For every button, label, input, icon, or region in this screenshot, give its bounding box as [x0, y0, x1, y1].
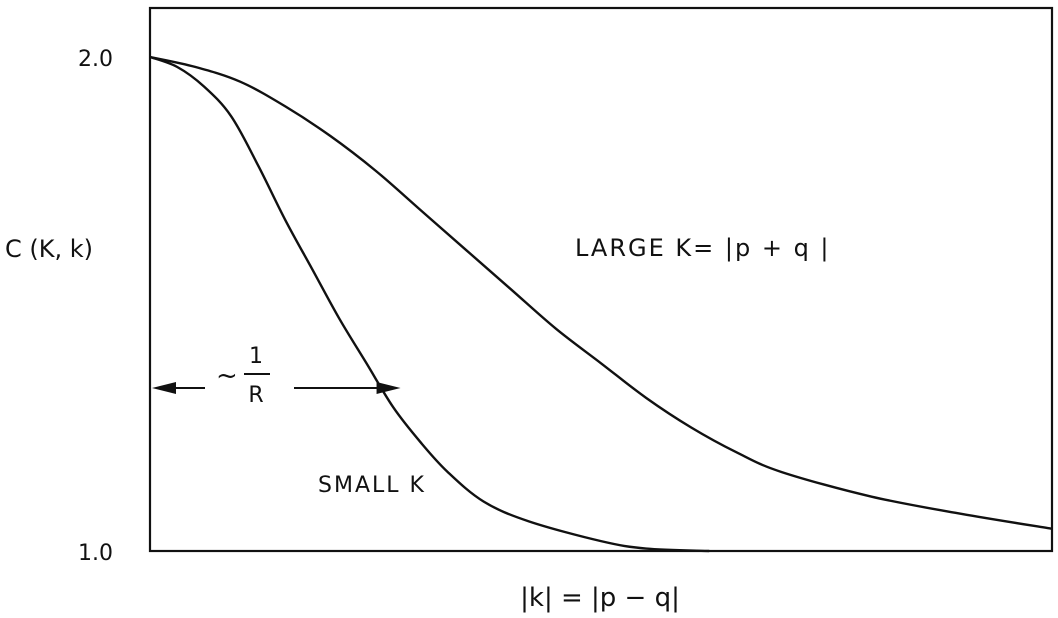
series-line-small-k — [149, 55, 710, 553]
fraction-numerator: 1 — [249, 344, 263, 369]
x-axis-label: |k| = |p − q| — [520, 583, 680, 613]
series-label-small-k: SMALL K — [318, 473, 426, 498]
tilde-symbol: ~ — [216, 361, 238, 391]
plot-frame — [148, 6, 1054, 553]
one-over-r-annotation: ~ 1 R — [152, 344, 401, 408]
y-tick-label: 2.0 — [78, 47, 113, 72]
fraction-denominator: R — [248, 383, 263, 408]
y-axis-label: C (K, k) — [5, 235, 93, 263]
arrowhead-left — [152, 381, 176, 394]
series-lines — [149, 55, 1053, 553]
arrowhead-right — [376, 381, 401, 394]
y-tick-label: 1.0 — [78, 541, 113, 566]
series-line-large-k — [149, 55, 1053, 530]
series-label-large-k: LARGE K= |p + q | — [575, 234, 831, 262]
